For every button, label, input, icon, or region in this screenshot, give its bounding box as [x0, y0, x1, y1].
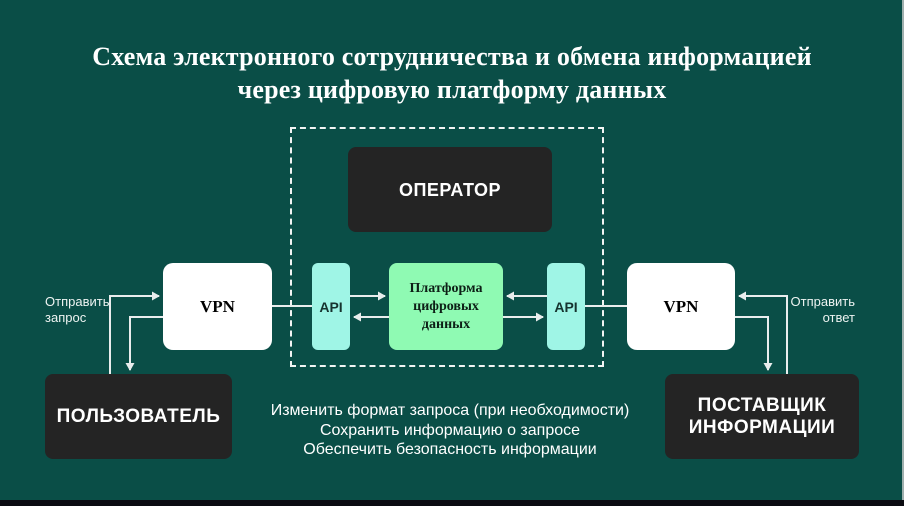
operator-actions-notes: Изменить формат запроса (при необходимос…: [120, 401, 780, 460]
api-left-box: API: [312, 263, 350, 350]
operator-label: ОПЕРАТОР: [398, 179, 502, 200]
information-provider-box: ПОСТАВЩИК ИНФОРМАЦИИ: [665, 374, 859, 459]
vpn-right-label: VPN: [663, 296, 699, 316]
title-line-2: через цифровую платформу данных: [237, 75, 667, 104]
arrow-vpn-to-provider: [735, 316, 773, 371]
vpn-left-box: VPN: [163, 263, 272, 350]
api-right-label: API: [554, 298, 578, 315]
vpn-left-label: VPN: [200, 296, 235, 316]
note-line-2: Сохранить информацию о запросе: [319, 421, 581, 439]
bottom-edge-strip: [0, 500, 904, 506]
send-request-label: Отправить запрос: [45, 294, 110, 325]
note-line-1: Изменить формат запроса (при необходимос…: [270, 402, 630, 419]
operator-box: ОПЕРАТОР: [348, 147, 552, 232]
send-response-label: Отправить ответ: [790, 294, 855, 325]
title-line-1: Схема электронного сотрудничества и обме…: [92, 42, 812, 71]
api-right-box: API: [547, 263, 585, 350]
note-line-3: Обеспечить безопасность информации: [303, 441, 597, 458]
information-provider-label: ПОСТАВЩИК ИНФОРМАЦИИ: [688, 394, 836, 438]
user-box: ПОЛЬЗОВАТЕЛЬ: [45, 374, 232, 459]
user-label: ПОЛЬЗОВАТЕЛЬ: [56, 405, 221, 427]
digital-platform-label: Платформа цифровых данных: [409, 280, 483, 332]
page-title: Схема электронного сотрудничества и обме…: [0, 40, 904, 106]
arrow-vpn-to-user: [125, 316, 163, 371]
right-edge-line: [902, 0, 904, 500]
vpn-right-box: VPN: [627, 263, 735, 350]
api-left-label: API: [319, 298, 343, 315]
operator-boundary-dashed-box: [290, 127, 604, 367]
digital-platform-box: Платформа цифровых данных: [389, 263, 503, 350]
